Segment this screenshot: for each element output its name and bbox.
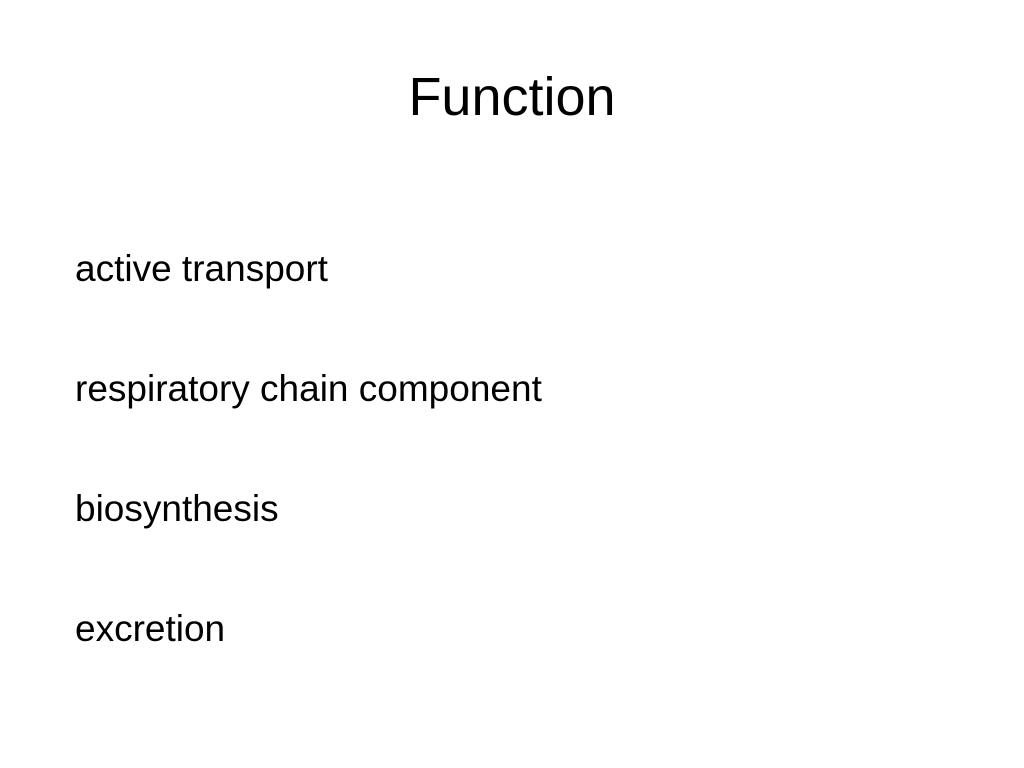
list-item-biosynthesis: biosynthesis: [75, 488, 279, 529]
list-item-excretion: excretion: [75, 608, 226, 649]
slide-title: Function: [408, 67, 616, 127]
list-item-respiratory-chain-component: respiratory chain component: [75, 368, 542, 409]
content-list: active transport respiratory chain compo…: [75, 245, 542, 653]
list-item-active-transport: active transport: [75, 248, 328, 289]
